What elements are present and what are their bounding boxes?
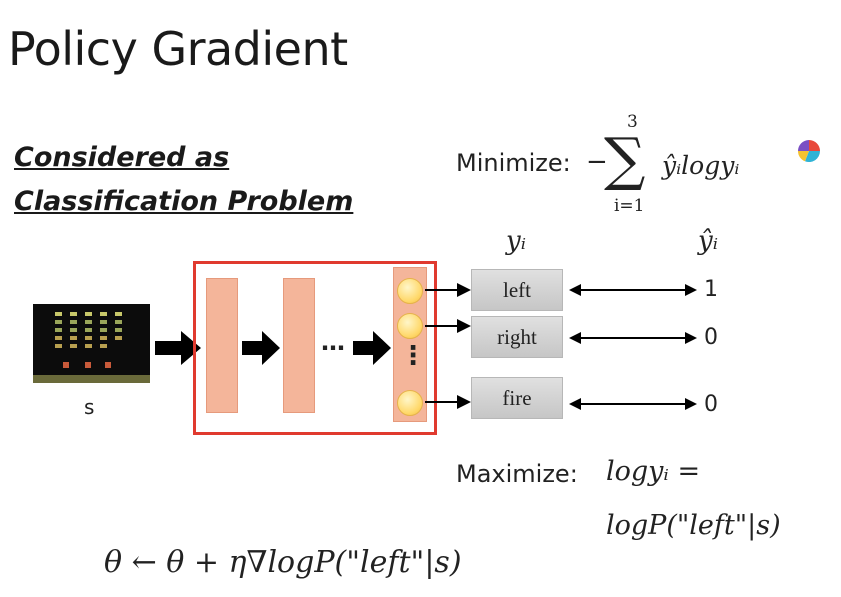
update-rule: θ ← θ + η∇logP("left"|s): [104, 545, 462, 580]
arrow-right-icon: [425, 394, 471, 415]
pie-logo-icon: [797, 139, 821, 163]
target-value-fire: 0: [704, 392, 718, 417]
arrow-right-icon: [425, 318, 471, 339]
input-state-label: s: [84, 395, 95, 419]
double-arrow-icon: [569, 396, 697, 417]
minimize-minus: −: [586, 147, 608, 177]
arrow-right-icon: [353, 331, 391, 370]
action-box-right: right: [471, 316, 563, 358]
double-arrow-icon: [569, 282, 697, 303]
minimize-term: ŷᵢlogyᵢ: [662, 151, 740, 180]
network-layer-2: [283, 278, 315, 413]
action-box-fire: fire: [471, 377, 563, 419]
game-screen-image: [33, 304, 150, 383]
arrow-right-icon: [155, 331, 201, 370]
network-layer-1: [206, 278, 238, 413]
col-header-y: yᵢ: [506, 226, 526, 256]
maximize-label: Maximize:: [456, 460, 578, 488]
subheading-line1: Considered as: [14, 142, 230, 173]
output-neuron-fire: [397, 390, 423, 416]
policy-network-box: [193, 261, 437, 435]
maximize-expr-line2: logP("left"|s): [606, 510, 781, 541]
output-neuron-left: [397, 278, 423, 304]
sigma-icon: ∑: [604, 125, 646, 193]
minimize-label: Minimize:: [456, 149, 571, 177]
arrow-right-icon: [242, 331, 280, 370]
arrow-right-icon: [425, 282, 471, 303]
col-header-y-hat: ŷᵢ: [698, 226, 718, 256]
sum-lower-limit: i=1: [614, 196, 645, 216]
maximize-expr-line1: logyᵢ =: [606, 456, 701, 487]
double-arrow-icon: [569, 330, 697, 351]
output-neurons-ellipsis: ⋮: [400, 341, 426, 371]
sum-upper-limit: 3: [627, 112, 638, 132]
subheading-line2: Classification Problem: [14, 186, 354, 217]
action-box-left: left: [471, 269, 563, 311]
target-value-left: 1: [704, 277, 718, 302]
output-neuron-right: [397, 313, 423, 339]
target-value-right: 0: [704, 325, 718, 350]
page-title: Policy Gradient: [8, 22, 348, 76]
hidden-layers-ellipsis: …: [321, 328, 345, 356]
